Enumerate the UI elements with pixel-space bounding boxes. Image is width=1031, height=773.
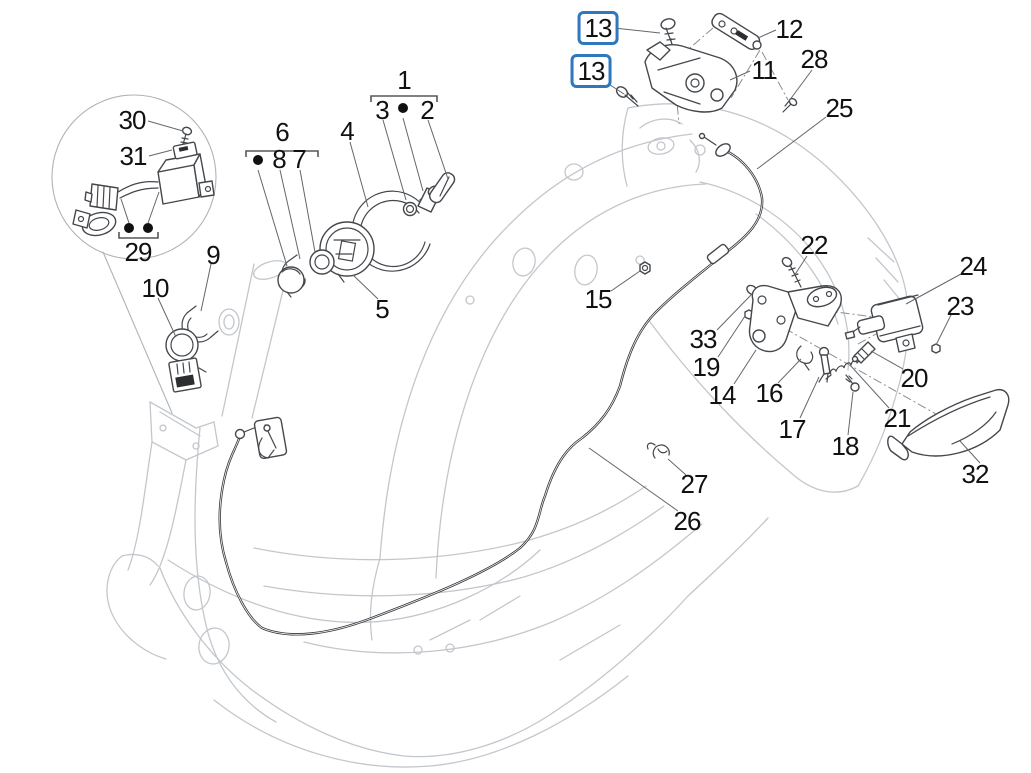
callout-2: 2 [420,95,435,125]
scooter-frame-outline [106,103,910,768]
callout-6: 6 [275,117,290,147]
callout-30: 30 [118,105,147,135]
callout-9: 9 [206,240,221,270]
callout-10: 10 [141,273,170,303]
callout-7: 7 [292,144,307,174]
callout-24: 24 [959,251,988,281]
callout-12: 12 [775,14,804,44]
leader-lines [120,27,981,512]
callout-1: 1 [397,65,412,95]
callout-3: 3 [375,95,390,125]
cable-clip [646,442,670,459]
callout-22: 22 [800,230,829,260]
saddle-latch-top-group [615,12,798,113]
callout-15: 15 [584,284,613,314]
rear-latch-group [744,256,1010,461]
group1-bullet [398,103,408,113]
callout-33: 33 [689,324,718,354]
group-brackets [118,95,438,239]
callout-19: 19 [692,352,721,382]
callout-25: 25 [825,93,854,123]
front-cable-latch [253,416,288,460]
callout-4: 4 [340,116,355,146]
callout-16: 16 [755,378,784,408]
callout-31: 31 [119,141,148,171]
callout-21: 21 [883,403,912,433]
callout-29: 29 [124,237,153,267]
callout-13b[interactable]: 13 [570,54,612,88]
callout-26: 26 [673,506,702,536]
group29-bullet-a [124,223,134,233]
immobilizer-kit [72,126,215,237]
callout-5: 5 [375,294,390,324]
callout-11: 11 [751,55,778,85]
callout-28: 28 [800,44,829,74]
callout-17: 17 [778,414,807,444]
callout-27: 27 [680,469,709,499]
callout-8: 8 [272,144,287,174]
immobilizer-detail-circle [51,94,217,414]
ignition-lock-group [277,172,456,298]
callout-23: 23 [946,291,975,321]
callout-14: 14 [708,380,737,410]
frame-nut [639,261,651,275]
group29-bullet-b [143,223,153,233]
group6-bullet [253,155,263,165]
immobilizer-antenna-group [165,305,219,393]
callout-18: 18 [831,431,860,461]
callout-20: 20 [900,363,929,393]
callout-32: 32 [961,459,990,489]
callout-13a[interactable]: 13 [577,11,619,45]
saddle-lock-cable [218,132,764,636]
